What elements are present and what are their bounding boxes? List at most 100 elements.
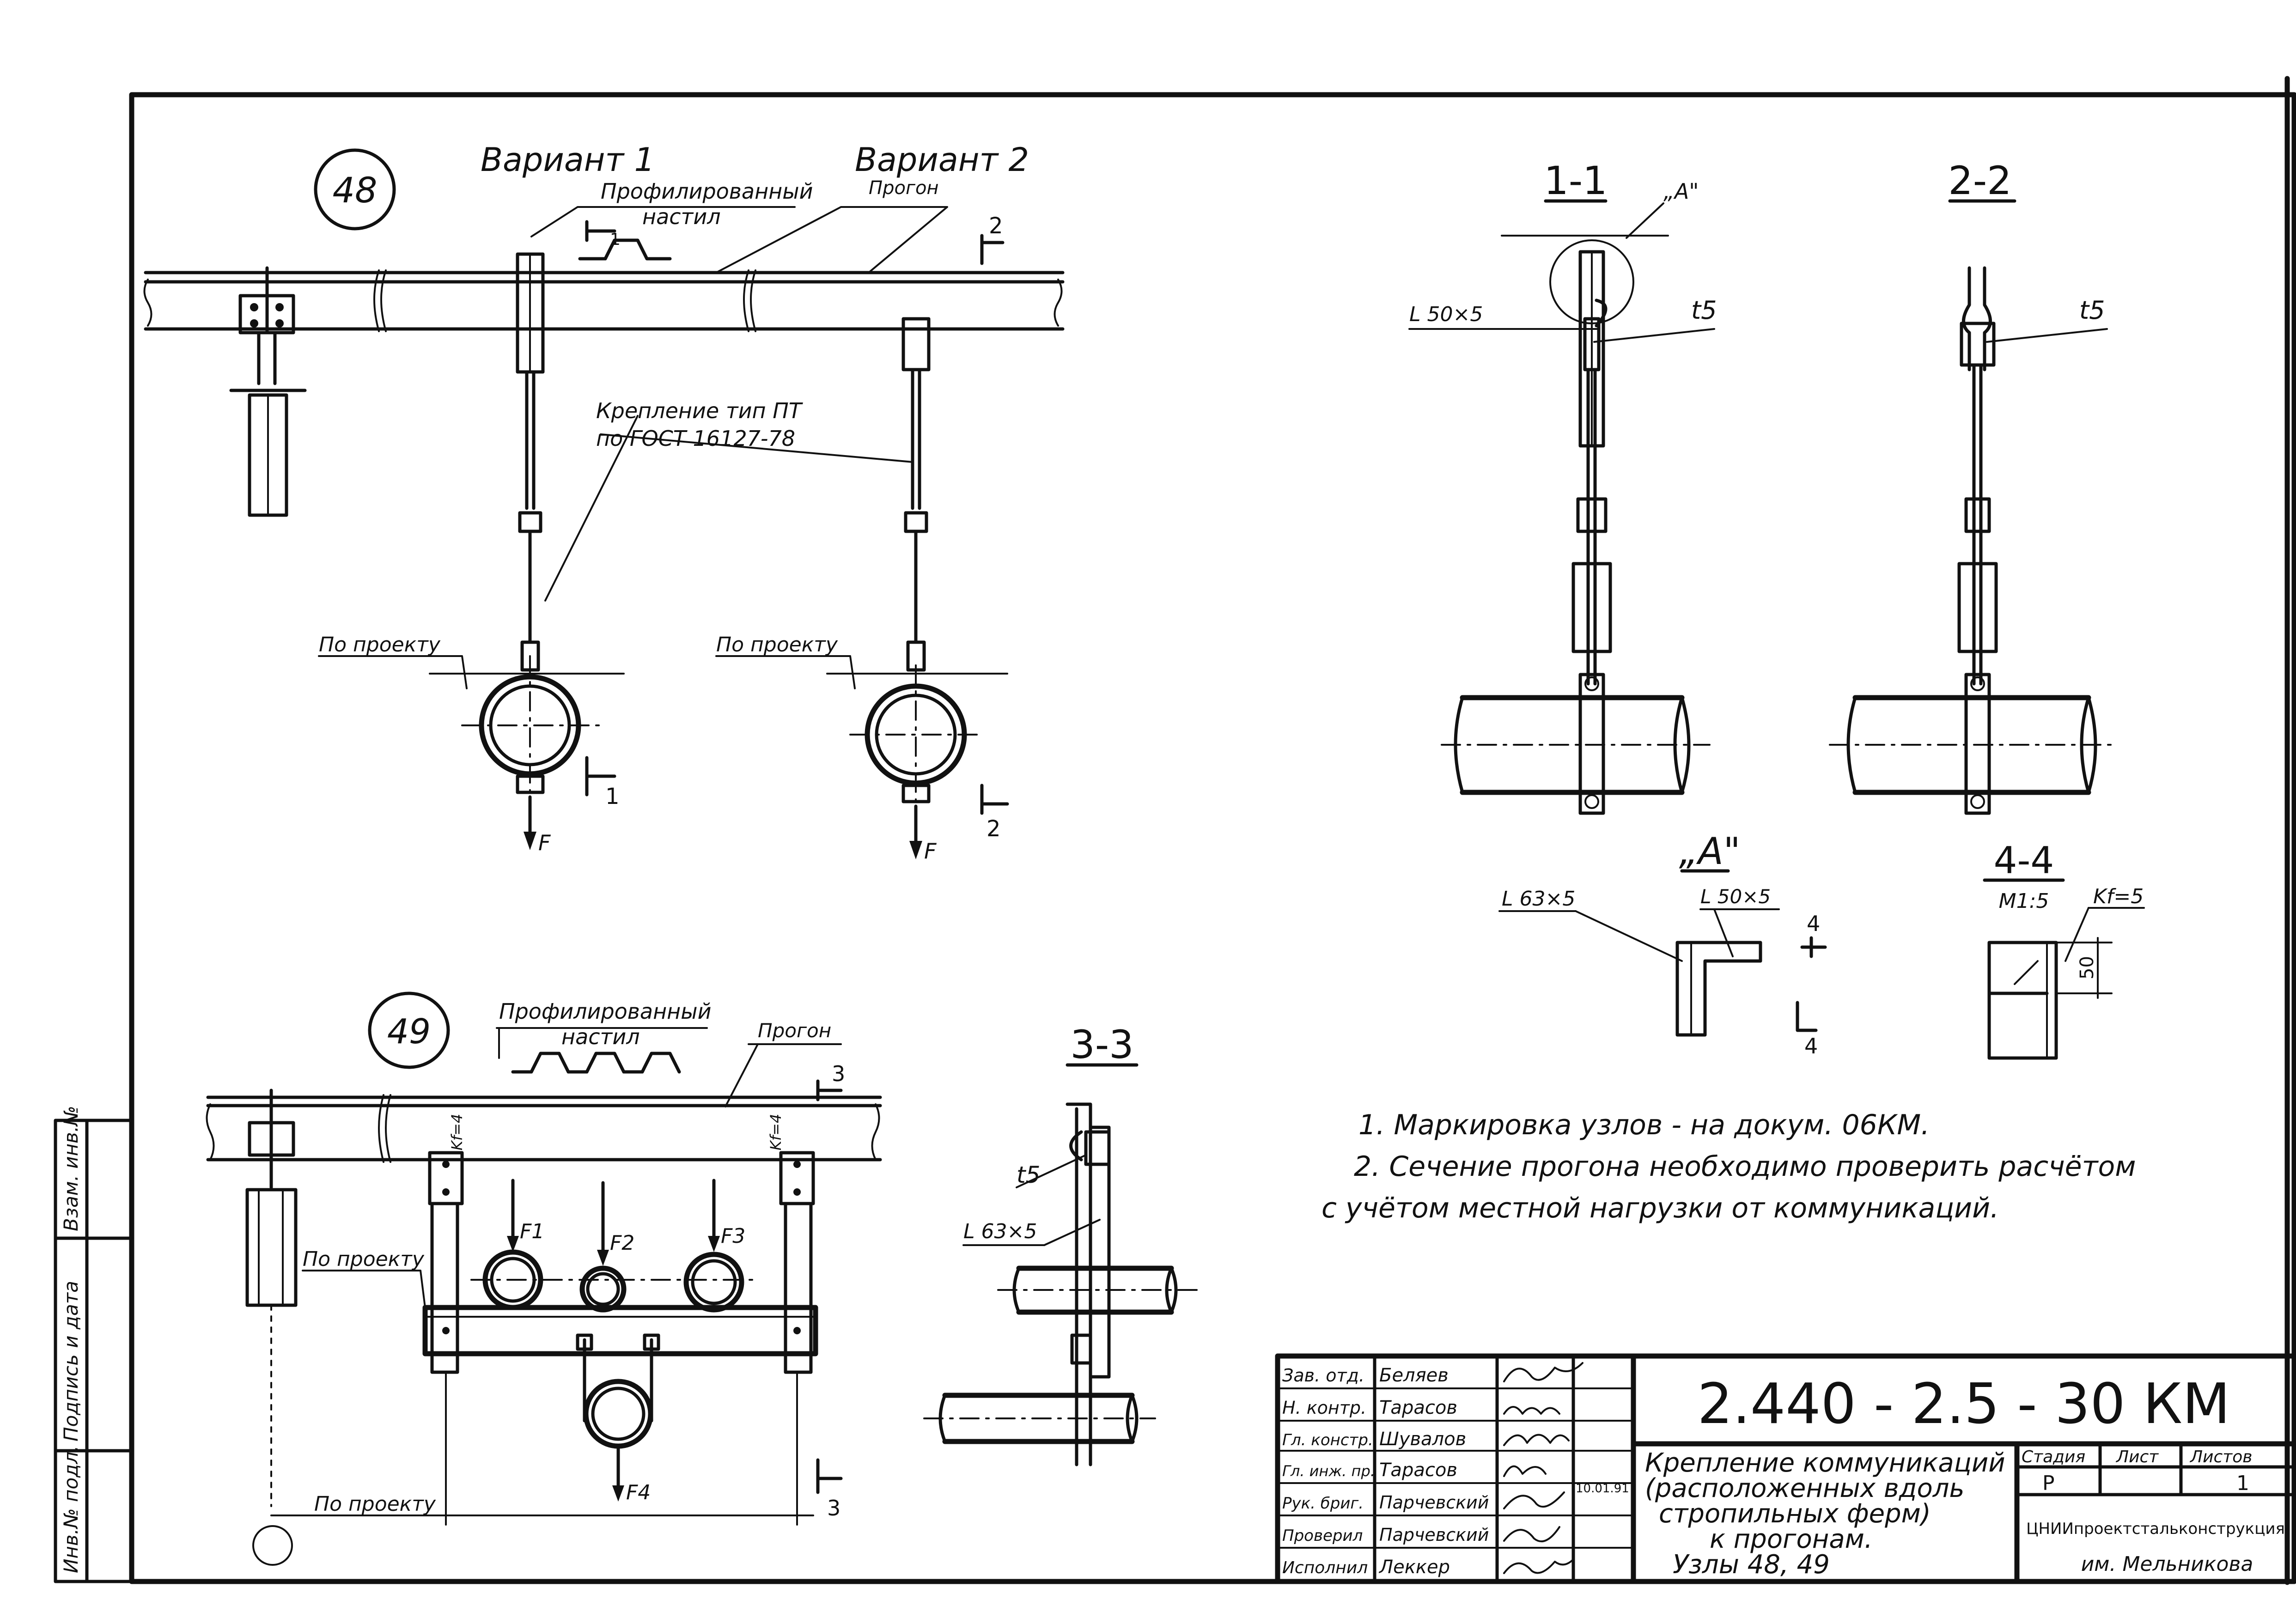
weld-kf4-right: Kf=4 [767, 1114, 785, 1150]
force-F-2: F [924, 839, 937, 864]
side-stamp-replace: Взам. инв.№ [60, 1106, 82, 1231]
decking-profile-48 [578, 238, 672, 261]
angle-63-label-A: L 63×5 [1502, 887, 1575, 911]
sheets-label: Листов [2189, 1448, 2252, 1466]
role-0: Зав. отд. [1282, 1365, 1364, 1386]
role-6: Исполнил [1282, 1558, 1368, 1577]
cut-2-top: 2 [989, 213, 1003, 239]
org-line-1: ЦНИИпроектстальконструкция [2026, 1520, 2285, 1538]
name-0: Беляев [1379, 1365, 1449, 1386]
sheet-frame [129, 76, 2296, 1585]
plate-t5-label-1-1: t5 [1691, 296, 1717, 325]
stage-label: Стадия [2022, 1448, 2085, 1466]
force-F1: F1 [520, 1220, 544, 1243]
document-code: 2.440 - 2.5 - 30 КМ [1697, 1372, 2230, 1436]
weld-kf4-left: Kf=4 [448, 1114, 466, 1150]
org-line-2: им. Мельникова [2081, 1552, 2253, 1576]
cut-4-bottom: 4 [1804, 1034, 1818, 1058]
node-49-view: 49 Профилированный настил Прогон Kf=4 Kf… [206, 991, 882, 1566]
decking-label-1: Профилированный [601, 179, 813, 204]
title-line-1: Крепление коммуникаций [1645, 1448, 2005, 1478]
sheets-value: 1 [2236, 1472, 2249, 1495]
role-4: Рук. бриг. [1282, 1494, 1364, 1513]
force-F3: F3 [721, 1224, 745, 1248]
title-line-5: Узлы 48, 49 [1673, 1550, 1830, 1580]
section-3-3-title: 3-3 [1070, 1022, 1133, 1067]
cut-3-bottom: 3 [827, 1496, 840, 1521]
truss-column-48 [229, 266, 307, 517]
detail-A-title: „А" [1679, 830, 1741, 873]
section-4-4-title: 4-4 [1994, 839, 2054, 882]
node-48-view: 48 Вариант 1 Вариант 2 Профилированный н… [143, 141, 1065, 864]
angle-50-label-A: L 50×5 [1700, 885, 1771, 908]
role-2: Гл. констр. [1282, 1431, 1373, 1449]
purlin-beam-48 [143, 269, 1065, 332]
callout-A-label: „А" [1663, 179, 1699, 204]
angle-50-label-1-1: L 50×5 [1409, 303, 1483, 326]
cut-1-bottom: 1 [605, 784, 620, 809]
notes: 1. Маркировка узлов - на докум. 06КМ. 2.… [1322, 1109, 2136, 1224]
section-1-1: 1-1 „А" L 50×5 t5 [1408, 158, 1717, 815]
fastening-label-2: по ГОСТ 16127-78 [596, 426, 795, 451]
force-F-1: F [538, 830, 551, 855]
angle-63-label-3-3: L 63×5 [963, 1220, 1037, 1243]
variant-2-label: Вариант 2 [855, 141, 1029, 179]
title-line-3: стропильных ферм) [1659, 1499, 1931, 1529]
section-1-1-title: 1-1 [1544, 158, 1607, 203]
variant-1-label: Вариант 1 [481, 141, 655, 179]
role-1: Н. контр. [1282, 1398, 1366, 1418]
name-2: Шувалов [1379, 1429, 1466, 1450]
by-project-49-bottom: По проекту [314, 1492, 436, 1516]
purlin-49-label: Прогон [758, 1019, 831, 1042]
force-F2: F2 [610, 1231, 634, 1255]
signatures [1503, 1362, 1583, 1574]
section-4-4-scale: М1:5 [1999, 889, 2049, 913]
name-3: Тарасов [1379, 1460, 1457, 1481]
title-line-4: к прогонам. [1710, 1524, 1873, 1554]
title-block-role-rows: Зав. отд. Беляев Н. контр. Тарасов Гл. к… [1282, 1365, 1489, 1578]
plate-t5-label-3-3: t5 [1017, 1162, 1040, 1188]
by-project-48-right: По проекту [716, 633, 838, 657]
role-5: Проверил [1282, 1527, 1363, 1545]
name-5: Парчевский [1379, 1525, 1489, 1545]
cut-1-top: 1 [610, 230, 621, 249]
decking-49-label-1: Профилированный [499, 999, 711, 1024]
hanger-variant-2 [600, 317, 1008, 859]
note-2: 2. Сечение прогона необходимо проверить … [1354, 1150, 2136, 1183]
detail-A: „А" L 63×5 L 50×5 4 4 [1498, 830, 1827, 1058]
title-line-2: (расположенных вдоль [1645, 1473, 1965, 1503]
role-3: Гл. инж. пр. [1282, 1462, 1375, 1480]
cut-4-top: 4 [1807, 911, 1820, 936]
sheet-label: Лист [2115, 1448, 2159, 1466]
section-3-3: 3-3 t5 L 63×5 [923, 1022, 1202, 1466]
node-49-number: 49 [387, 1012, 431, 1052]
weld-kf5: Kf=5 [2093, 885, 2144, 908]
name-1: Тарасов [1379, 1397, 1457, 1418]
purlin-label-48: Прогон [869, 177, 939, 199]
dim-50: 50 [2077, 956, 2098, 979]
side-stamp-inv: Инв.№ подл. [60, 1446, 82, 1573]
name-6: Леккер [1378, 1557, 1450, 1578]
side-stamp-sign: Подпись и дата [60, 1281, 82, 1442]
by-project-49-top: По проекту [303, 1247, 425, 1271]
node-48-number: 48 [333, 170, 378, 211]
section-4-4: 4-4 М1:5 Kf=5 50 [1983, 839, 2145, 1060]
side-stamp: Инв.№ подл. Подпись и дата Взам. инв.№ [54, 1106, 134, 1583]
fastening-label-1: Крепление тип ПТ [596, 398, 804, 423]
section-2-2-title: 2-2 [1948, 158, 2011, 203]
note-3: с учётом местной нагрузки от коммуникаци… [1322, 1192, 1999, 1224]
decking-label-2: настил [642, 204, 721, 229]
plate-t5-label-2-2: t5 [2079, 296, 2105, 325]
cut-3-top: 3 [832, 1061, 845, 1086]
title-block: Зав. отд. Беляев Н. контр. Тарасов Гл. к… [1275, 1353, 2296, 1584]
by-project-48-left: По проекту [319, 633, 441, 657]
stage-value: Р [2042, 1472, 2055, 1495]
hanger-variant-1 [429, 252, 639, 850]
name-4: Парчевский [1379, 1492, 1489, 1513]
date-note: 10.01.91 [1576, 1482, 1629, 1496]
section-2-2: 2-2 t5 [1829, 158, 2117, 815]
cut-2-bottom: 2 [987, 816, 1001, 842]
force-F4: F4 [626, 1481, 651, 1504]
note-1: 1. Маркировка узлов - на докум. 06КМ. [1358, 1109, 1930, 1141]
